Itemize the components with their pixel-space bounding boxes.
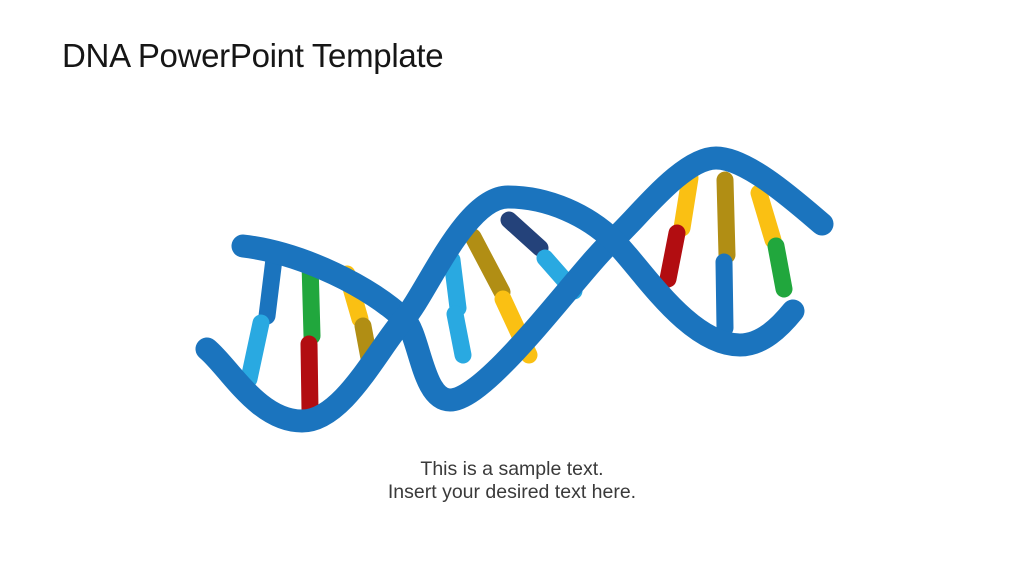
caption-text: This is a sample text. Insert your desir… xyxy=(0,458,1024,504)
caption-line-1: This is a sample text. xyxy=(420,458,604,480)
caption-line-2: Insert your desired text here. xyxy=(387,481,637,503)
dna-rung-yellow xyxy=(673,169,699,237)
dna-rung-red xyxy=(659,224,686,288)
dna-rung-strand_blue xyxy=(715,253,734,337)
dna-rung-light_blue xyxy=(443,251,467,317)
dna-rung-strand_blue xyxy=(258,250,283,325)
dna-rung-navy xyxy=(500,211,549,257)
dna-strand-bottom xyxy=(195,185,805,433)
slide-title: DNA PowerPoint Template xyxy=(62,37,444,74)
dna-rungs xyxy=(240,169,793,419)
dna-rung-dark_gold xyxy=(464,228,511,301)
dna-rung-light_blue xyxy=(446,305,472,364)
dna-rung-yellow xyxy=(750,184,782,249)
dna-rung-light_blue xyxy=(240,314,270,388)
dna-rung-red xyxy=(300,335,319,419)
dna-rung-green xyxy=(767,237,793,298)
dna-strand-top xyxy=(231,146,834,412)
dna-rung-dark_gold xyxy=(716,171,736,264)
